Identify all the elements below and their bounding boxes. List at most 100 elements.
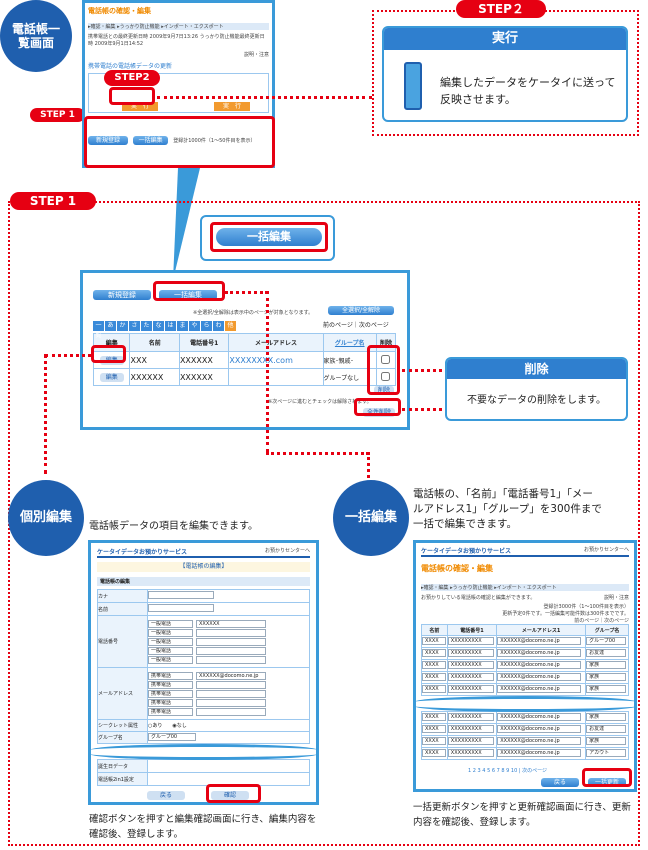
cell-input[interactable]: お友達 bbox=[586, 724, 626, 733]
bulk-edit-button[interactable]: 一括編集 bbox=[159, 290, 217, 300]
cell-input[interactable]: XXXXXXXXX bbox=[447, 748, 494, 757]
mail-type-select[interactable]: 携帯電話 bbox=[148, 689, 193, 698]
cell-input[interactable]: XXXXXX@docomo.ne.jp bbox=[497, 636, 581, 645]
cell-input[interactable]: XXXX bbox=[422, 660, 446, 669]
cell-input[interactable]: XXXXXX@docomo.ne.jp bbox=[497, 724, 581, 733]
cell-input[interactable]: 家族 bbox=[586, 672, 626, 681]
bulk-button[interactable]: 一括編集 bbox=[133, 136, 169, 145]
tel-input[interactable]: XXXXXX bbox=[196, 619, 266, 628]
new-register-button[interactable]: 新規登録 bbox=[93, 290, 151, 300]
run-button[interactable]: 実 行 bbox=[122, 102, 158, 111]
cell-input[interactable]: XXXX bbox=[422, 736, 446, 745]
cell-input[interactable]: XXXXXXXXX bbox=[447, 736, 494, 745]
secret-off-radio[interactable]: なし bbox=[176, 723, 187, 729]
tab-ma[interactable]: ま bbox=[177, 321, 188, 331]
bulk-update-button[interactable]: 一括更新 bbox=[588, 778, 626, 787]
tab-sa[interactable]: さ bbox=[129, 321, 140, 331]
cell-input[interactable]: XXXXXXXXX bbox=[447, 660, 494, 669]
cell-input[interactable]: XXXX bbox=[422, 648, 446, 657]
delete-checkbox[interactable] bbox=[381, 354, 391, 364]
cell-input[interactable]: 家族 bbox=[586, 712, 626, 721]
cell-input[interactable]: XXXXXXXXX bbox=[447, 636, 494, 645]
cell-input[interactable]: 家族 bbox=[586, 736, 626, 745]
mail-type-select[interactable]: 携帯電話 bbox=[148, 671, 193, 680]
mail-input[interactable] bbox=[196, 707, 266, 716]
pager[interactable]: 前のページ｜次のページ bbox=[323, 322, 389, 329]
cell-input[interactable]: XXXXXX@docomo.ne.jp bbox=[497, 648, 581, 657]
tab-a[interactable]: あ bbox=[105, 321, 116, 331]
mail-type-select[interactable]: 携帯電話 bbox=[148, 707, 193, 716]
cell-input[interactable]: XXXXXXXXX bbox=[447, 672, 494, 681]
group-select[interactable]: グループ00 bbox=[148, 732, 196, 741]
cell-input[interactable]: XXXX bbox=[422, 636, 446, 645]
cell-input[interactable]: XXXX bbox=[422, 724, 446, 733]
cell-input[interactable]: 家族 bbox=[586, 660, 626, 669]
tel-type-select[interactable]: 一般電話 bbox=[148, 637, 193, 646]
tel-type-select[interactable]: 一般電話 bbox=[148, 619, 193, 628]
tel-type-select[interactable]: 一般電話 bbox=[148, 628, 193, 637]
cell-input[interactable]: XXXXXX@docomo.ne.jp bbox=[497, 748, 581, 757]
confirm-button[interactable]: 確認 bbox=[211, 791, 249, 800]
cell-input[interactable]: XXXXXXXXX bbox=[447, 648, 494, 657]
cell-input[interactable]: XXXXXX@docomo.ne.jp bbox=[497, 684, 581, 693]
cell-input[interactable]: XXXXXX@docomo.ne.jp bbox=[497, 712, 581, 721]
center-link[interactable]: お預かりセンターへ bbox=[264, 548, 310, 554]
back-button[interactable]: 戻る bbox=[541, 778, 579, 787]
tel-input[interactable] bbox=[196, 628, 266, 637]
tab[interactable]: ▸うっかり防止機能 bbox=[450, 585, 493, 591]
page-links[interactable]: 1 2 3 4 5 6 7 8 9 10 | 次のページ bbox=[468, 768, 548, 774]
cell-input[interactable]: 家族 bbox=[586, 684, 626, 693]
cell-input[interactable]: グループ00 bbox=[586, 636, 626, 645]
cell-input[interactable]: アカウト bbox=[586, 748, 626, 757]
tab-ka[interactable]: か bbox=[117, 321, 128, 331]
edit-button[interactable]: 編集 bbox=[99, 372, 124, 382]
cell-input[interactable]: XXXXXXXXX bbox=[447, 724, 494, 733]
mail-type-select[interactable]: 携帯電話 bbox=[148, 698, 193, 707]
delete-checkbox[interactable] bbox=[381, 371, 391, 381]
tel-input[interactable] bbox=[196, 646, 266, 655]
tel-input[interactable] bbox=[196, 655, 266, 664]
tab[interactable]: ▸確認・編集 bbox=[421, 585, 449, 591]
tel-type-select[interactable]: 一般電話 bbox=[148, 646, 193, 655]
tab-ya[interactable]: や bbox=[189, 321, 200, 331]
help-link[interactable]: 説明・注意 bbox=[243, 52, 269, 58]
tab-ha[interactable]: は bbox=[165, 321, 176, 331]
select-all-button[interactable]: 全選択/全解除 bbox=[328, 306, 394, 315]
tab-ta[interactable]: た bbox=[141, 321, 152, 331]
mail[interactable]: XXXXXXXX.com bbox=[228, 351, 324, 369]
mail-input[interactable] bbox=[196, 698, 266, 707]
help-link[interactable]: 説明・注意 bbox=[603, 595, 629, 601]
tab-ra[interactable]: ら bbox=[201, 321, 212, 331]
new-button[interactable]: 新規登録 bbox=[88, 136, 128, 145]
mail-input[interactable]: XXXXXX@docomo.ne.jp bbox=[196, 671, 266, 680]
delete-all-button[interactable]: 全件削除 bbox=[363, 408, 395, 417]
center-link[interactable]: お預かりセンターへ bbox=[583, 547, 629, 553]
cell-input[interactable]: お友達 bbox=[586, 648, 626, 657]
delete-button[interactable]: 削除 bbox=[374, 386, 394, 395]
cell-input[interactable]: XXXX bbox=[422, 748, 446, 757]
cell-input[interactable]: XXXXXXXXX bbox=[447, 684, 494, 693]
pager[interactable]: 前のページ｜次のページ bbox=[574, 618, 629, 624]
cell-input[interactable]: XXXXXX@docomo.ne.jp bbox=[497, 672, 581, 681]
tab-na[interactable]: な bbox=[153, 321, 164, 331]
tab-all[interactable]: 一覧 bbox=[93, 321, 104, 339]
tab-other[interactable]: 他 bbox=[225, 321, 236, 331]
mail-input[interactable] bbox=[196, 689, 266, 698]
cell-input[interactable]: XXXX bbox=[422, 672, 446, 681]
kana-input[interactable] bbox=[148, 591, 214, 599]
name-input[interactable] bbox=[148, 604, 214, 612]
cell-input[interactable]: XXXX bbox=[422, 712, 446, 721]
cell-input[interactable]: XXXXXX@docomo.ne.jp bbox=[497, 660, 581, 669]
tel-input[interactable] bbox=[196, 637, 266, 646]
mail-input[interactable] bbox=[196, 680, 266, 689]
run-button-2[interactable]: 実 行 bbox=[214, 102, 250, 111]
cell-input[interactable]: XXXX bbox=[422, 684, 446, 693]
mail-type-select[interactable]: 携帯電話 bbox=[148, 680, 193, 689]
cell-input[interactable]: XXXXXXXXX bbox=[447, 712, 494, 721]
tab-wa[interactable]: わ bbox=[213, 321, 224, 331]
cell-input[interactable]: XXXXXX@docomo.ne.jp bbox=[497, 736, 581, 745]
tel-type-select[interactable]: 一般電話 bbox=[148, 655, 193, 664]
tab[interactable]: ▸インポート・エクスポート bbox=[494, 585, 557, 591]
secret-on-radio[interactable]: あり bbox=[152, 723, 163, 729]
back-button[interactable]: 戻る bbox=[147, 791, 185, 800]
